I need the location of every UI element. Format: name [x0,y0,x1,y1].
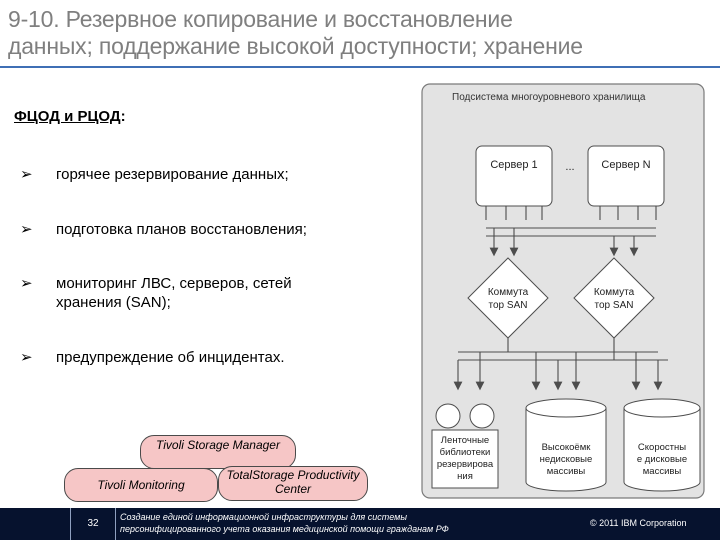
capacity-array-body [525,408,607,492]
storage-subsystem-diagram: Подсистема многоуровневого хранилища Сер… [421,83,705,499]
arrow-bullet-icon: ➢ [20,221,33,238]
footer-description-line-2: персонифицированного учета оказания меди… [120,524,449,534]
fast-label-line3: массивы [643,466,682,477]
bullet-text: мониторинг ЛВС, серверов, сетей хранения… [56,275,292,311]
tape-label-line3: резервирова [437,459,494,470]
subheading-text: ФЦОД и РЦОД [14,108,121,125]
tivoli-storage-manager-pill: Tivoli Storage Manager [140,435,296,469]
footer-description: Создание единой информационной инфрастру… [120,511,540,535]
bullet-text: горячее резервирование данных; [56,166,289,183]
panel-title: Подсистема многоуровневого хранилища [452,92,646,103]
storage-connectors [453,338,668,391]
tape-library-box [431,429,499,489]
bullet-text: подготовка планов восстановления; [56,221,307,238]
server-n-box [587,145,665,207]
fast-label-line1: Скоростны [638,442,686,453]
tivoli-monitoring-pill: Tivoli Monitoring [64,468,218,502]
capacity-array-top [525,398,607,418]
server-1-label: Сервер 1 [490,159,537,171]
subheading-colon: : [120,108,126,125]
capacity-label-line2: недисковые [540,454,593,465]
tivoli-storage-manager-label: Tivoli Storage Manager [156,438,280,452]
slide-title-line-1: 9-10. Резервное копирование и восстановл… [8,6,513,32]
tivoli-monitoring-label: Tivoli Monitoring [97,478,185,492]
arrow-bullet-icon: ➢ [20,166,33,183]
totalstorage-label: TotalStorage Productivity Center [226,468,360,496]
san-switch-2-label-line1: Коммута [594,287,635,298]
capacity-label-line1: Высокоёмк [542,442,592,453]
copyright: © 2011 IBM Corporation [590,518,687,528]
fast-label-line2: е дисковые [637,454,687,465]
arrow-bullet-icon: ➢ [20,275,33,292]
san-switch-2-label-line2: тор SAN [595,300,634,311]
slide-title: 9-10. Резервное копирование и восстановл… [8,6,720,60]
fast-array-top [623,398,701,418]
tape-label-line2: библиотеки [440,447,491,458]
server-ellipsis: ... [565,161,574,173]
arrow-bullet-icon: ➢ [20,349,33,366]
tape-reel-2 [469,403,495,429]
server-n-label: Сервер N [601,159,650,171]
bullet-text: предупреждение об инцидентах. [56,349,285,366]
page-number: 32 [70,508,116,540]
title-divider [0,66,720,68]
san-switch-1-label-line2: тор SAN [489,300,528,311]
slide-title-line-2: данных; поддержание высокой доступности;… [8,33,583,59]
server-connectors [485,206,657,257]
capacity-label-line3: массивы [547,466,586,477]
server-1-box [475,145,553,207]
tape-label-line4: ния [457,471,473,482]
san-switch-1-label-line1: Коммута [488,287,529,298]
totalstorage-pill: TotalStorage Productivity Center [218,466,368,501]
subheading: ФЦОД и РЦОД: [14,108,126,125]
footer-description-line-1: Создание единой информационной инфрастру… [120,512,407,522]
footer-bar: 32 Создание единой информационной инфрас… [0,508,720,540]
tape-label-line1: Ленточные [441,435,489,446]
tape-reel-1 [435,403,461,429]
fast-array-body [623,408,701,492]
